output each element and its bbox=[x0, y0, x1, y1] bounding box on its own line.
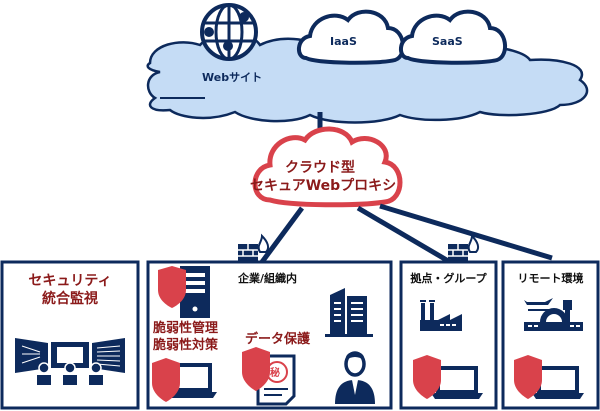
proxy-label: クラウド型 セキュアWebプロキシ bbox=[250, 159, 396, 195]
data-protection-label: データ保護 bbox=[245, 332, 311, 347]
secret-mark: 秘 bbox=[270, 368, 280, 379]
vulnerability-label: 脆弱性管理 脆弱性対策 bbox=[153, 320, 218, 354]
iaas-label: IaaS bbox=[330, 35, 357, 48]
iaas-cloud bbox=[297, 9, 405, 65]
proxy-label-line1: クラウド型 bbox=[285, 160, 355, 176]
shield-icon bbox=[514, 355, 542, 399]
corporate-title: 企業/組織内 bbox=[238, 272, 298, 285]
shield-icon bbox=[152, 358, 180, 402]
vulnerability-line1: 脆弱性管理 bbox=[153, 321, 219, 336]
shield-icon bbox=[242, 347, 270, 391]
website-label: Webサイト bbox=[202, 71, 263, 84]
saas-cloud bbox=[399, 9, 507, 65]
factory-icon bbox=[420, 300, 462, 331]
office-building-icon bbox=[325, 288, 373, 337]
vulnerability-line2: 脆弱性対策 bbox=[153, 338, 219, 353]
business-person-icon bbox=[335, 351, 375, 404]
laptop-icon bbox=[532, 366, 584, 399]
airport-icon bbox=[524, 298, 583, 331]
proxy-cloud bbox=[252, 126, 403, 208]
soc-title-line1: セキュリティ bbox=[28, 273, 112, 289]
saas-label: SaaS bbox=[432, 35, 463, 48]
firewall-icon-branch bbox=[448, 233, 480, 262]
shield-icon bbox=[413, 355, 441, 399]
shield-icon bbox=[158, 266, 186, 308]
branch-title: 拠点・グループ bbox=[410, 272, 487, 285]
soc-title: セキュリティ 統合監視 bbox=[2, 272, 138, 308]
monitoring-center-icon bbox=[15, 338, 125, 385]
remote-title: リモート環境 bbox=[517, 272, 584, 285]
soc-title-line2: 統合監視 bbox=[42, 291, 98, 307]
firewall-icon-corporate bbox=[238, 233, 270, 262]
globe-icon bbox=[200, 3, 258, 61]
proxy-label-line2: セキュアWebプロキシ bbox=[250, 178, 397, 194]
